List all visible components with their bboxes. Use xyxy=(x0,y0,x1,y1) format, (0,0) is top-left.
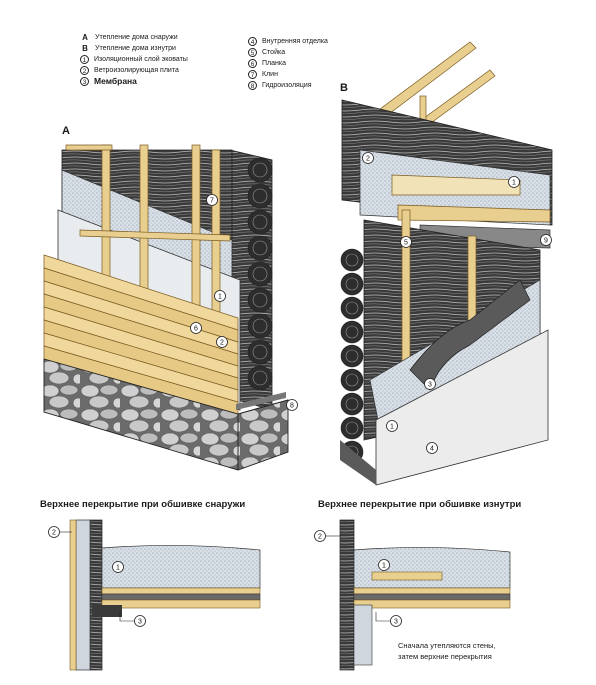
legend-left-item: B Утепление дома изнутри xyxy=(80,43,188,54)
legend-right-key: 4 xyxy=(248,37,257,46)
legend-right-label: Клин xyxy=(262,71,278,78)
callout-b-5: 5 xyxy=(400,236,412,248)
legend-left-key: 3 xyxy=(80,77,89,86)
callout-b-9: 9 xyxy=(540,234,552,246)
legend-left-label: Изоляционный слой эковаты xyxy=(94,56,188,63)
section-outside-title: Верхнее перекрытие при обшивке снаружи xyxy=(40,499,246,510)
panel-b-label: B xyxy=(340,82,348,94)
panel-a-label: A xyxy=(62,125,70,137)
legend-left-item: A Утепление дома снаружи xyxy=(80,32,188,43)
svg-text:3: 3 xyxy=(394,619,398,626)
legend-left-key: 1 xyxy=(80,55,89,64)
legend-right-key: 6 xyxy=(248,59,257,68)
legend-right-label: Внутренняя отделка xyxy=(262,38,328,45)
section-inside-title: Верхнее перекрытие при обшивке изнутри xyxy=(318,499,522,510)
svg-text:1: 1 xyxy=(116,565,120,572)
callout-br-3: 3 xyxy=(390,615,402,627)
legend-left-label: Мембрана xyxy=(94,76,137,86)
legend-right-item: 7 Клин xyxy=(248,69,328,80)
svg-text:7: 7 xyxy=(210,198,214,205)
callout-b-1b: 1 xyxy=(386,420,398,432)
legend-left-item: 2 Ветроизолирующая плита xyxy=(80,65,188,76)
legend-left-key: A xyxy=(82,33,88,42)
callout-a-8: 8 xyxy=(286,399,298,411)
callout-br-2: 2 xyxy=(314,530,326,542)
callout-a-6: 6 xyxy=(190,322,202,334)
svg-text:1: 1 xyxy=(218,294,222,301)
legend-left-item: 3 Мембрана xyxy=(80,76,188,87)
legend-left-label: Утепление дома изнутри xyxy=(95,45,176,52)
legend-right-item: 4 Внутренняя отделка xyxy=(248,36,328,47)
callout-b-4: 4 xyxy=(426,442,438,454)
svg-text:1: 1 xyxy=(512,180,516,187)
legend-left-label: Утепление дома снаружи xyxy=(95,34,178,41)
svg-text:8: 8 xyxy=(290,403,294,410)
svg-text:1: 1 xyxy=(390,424,394,431)
note-text: Сначала утепляются стены, затем верхние … xyxy=(398,640,496,662)
legend-left-key: B xyxy=(82,44,88,53)
callout-br-1: 1 xyxy=(378,559,390,571)
legend-right-item: 8 Гидроизоляция xyxy=(248,80,328,91)
legend-right-item: 6 Планка xyxy=(248,58,328,69)
callout-a-1: 1 xyxy=(214,290,226,302)
note-line-2: затем верхние перекрытия xyxy=(398,652,492,661)
svg-text:5: 5 xyxy=(404,240,408,247)
section-outside xyxy=(69,519,261,671)
callout-bl-2: 2 xyxy=(48,526,60,538)
legend-left-item: 1 Изоляционный слой эковаты xyxy=(80,54,188,65)
callout-a-2: 2 xyxy=(216,336,228,348)
svg-text:6: 6 xyxy=(194,326,198,333)
note-line-1: Сначала утепляются стены, xyxy=(398,641,496,650)
callout-a-7: 7 xyxy=(206,194,218,206)
callout-bl-1: 1 xyxy=(112,561,124,573)
svg-text:2: 2 xyxy=(52,530,56,537)
legend-right-item: 5 Стойка xyxy=(248,47,328,58)
svg-text:2: 2 xyxy=(220,340,224,347)
legend-right-label: Планка xyxy=(262,60,286,67)
callout-bl-3: 3 xyxy=(134,615,146,627)
svg-text:2: 2 xyxy=(318,534,322,541)
callout-b-3: 3 xyxy=(424,378,436,390)
panel-b-illustration xyxy=(340,41,553,486)
legend-right-label: Гидроизоляция xyxy=(262,82,312,89)
legend-right-label: Стойка xyxy=(262,49,286,56)
callout-b-2: 2 xyxy=(362,152,374,164)
legend-right-key: 8 xyxy=(248,81,257,90)
legend-left-label: Ветроизолирующая плита xyxy=(94,67,179,74)
svg-text:3: 3 xyxy=(138,619,142,626)
legend-left-key: 2 xyxy=(80,66,89,75)
section-inside xyxy=(339,519,511,671)
legend-right-key: 7 xyxy=(248,70,257,79)
svg-text:4: 4 xyxy=(430,446,434,453)
svg-text:1: 1 xyxy=(382,563,386,570)
svg-text:3: 3 xyxy=(428,382,432,389)
svg-text:9: 9 xyxy=(544,238,548,245)
panel-a-illustration xyxy=(43,144,289,471)
svg-text:2: 2 xyxy=(366,156,370,163)
callout-b-1: 1 xyxy=(508,176,520,188)
legend-right-key: 5 xyxy=(248,48,257,57)
